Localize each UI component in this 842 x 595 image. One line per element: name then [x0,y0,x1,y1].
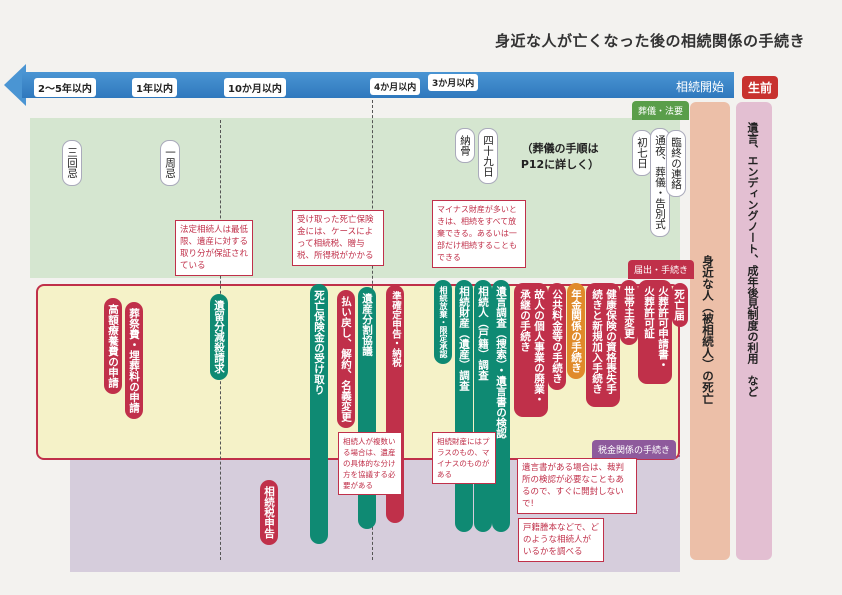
timeline-label: 1年以内 [132,78,177,97]
note-callout: 相続財産にはプラスのもの、マイナスのものがある [432,432,496,484]
timeline-start-label: 相続開始 [676,80,725,94]
timeline-label: 2〜5年以内 [34,78,96,97]
funeral-section-tag: 葬儀・法要 [632,101,690,120]
procedure-item: 葬祭費・埋葬料の申請 [125,302,143,419]
funeral-item: 納骨 [455,128,475,163]
procedure-item: 公共料金等の手続き [548,283,566,390]
timeline-arrow-icon [4,64,26,106]
funeral-note: （葬儀の手順はP12に詳しく） [520,142,600,171]
funeral-item: 臨終の連絡 [666,130,686,197]
procedure-item: 遺留分減殺請求 [210,294,228,380]
procedure-item: 相続財産（遺産）調査 [455,280,473,532]
procedure-item: 故人の個人事業の廃業・承継の手続き [514,283,548,417]
timeline-label: 3か月以内 [428,74,479,91]
procedure-item: 健康保険の資格喪失手続きと新規加入手続き [586,283,620,407]
page-title: 身近な人が亡くなった後の相続関係の手続き [495,32,806,50]
procedure-item: 死亡届 [672,283,688,327]
procedure-item: 相続人（戸籍）調査 [474,280,492,532]
tax-section-tag: 税金関係の手続き [592,440,677,459]
procedure-item: 払い戻し、解約、名義変更 [337,290,355,428]
note-callout: マイナス財産が多いときは、相続をすべて放棄できる。あるいは一部だけ相続することも… [432,200,526,268]
note-callout: 相続人が複数いる場合は、遺産の具体的な分け方を協議する必要がある [338,432,402,495]
timeline-label: 4か月以内 [370,78,421,95]
procedure-item: 遺言調査（捜索）・遺言書の検認 [492,280,510,532]
procedure-item: 火葬許可申請書・火葬許可証 [638,280,672,384]
before-death-column [736,102,772,560]
before-death-column-label: 遺言、エンディングノート、成年後見制度の利用 など [746,122,759,397]
funeral-item: 初七日 [632,130,652,176]
funeral-item: 一周忌 [160,140,180,186]
procedure-item: 死亡保険金の受け取り [310,284,328,544]
note-callout: 法定相続人は最低限、遺産に対する取り分が保証されている [175,220,253,276]
funeral-item: 三回忌 [62,140,82,186]
note-callout: 受け取った死亡保険金には、ケースによって相続税、贈与税、所得税がかかる [292,210,384,266]
note-callout: 戸籍謄本などで、どのような相続人がいるかを調べる [518,518,604,562]
death-column-label: 身近な人（被相続人）の死亡 [701,255,715,405]
death-column [690,102,730,560]
timeline-label: 10か月以内 [224,78,286,97]
procedure-item: 年金関係の手続き [567,283,585,379]
tax-item: 相続税申告 [260,480,278,545]
procedure-item: 世帯主変更 [620,280,638,345]
procedure-item: 相続放棄・限定承認 [434,280,452,364]
funeral-item: 四十九日 [478,128,498,184]
note-callout: 遺言書がある場合は、裁判所の検認が必要なこともあるので、すぐに開封しないで! [517,458,637,514]
procedure-item: 高額療養費の申請 [104,298,122,394]
procedures-section-tag: 届出・手続き [628,260,695,279]
before-death-badge: 生前 [742,76,779,99]
